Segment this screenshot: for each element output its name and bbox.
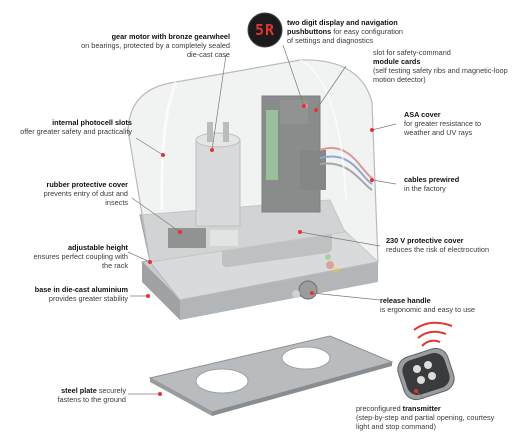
callout-text: (step-by-step and partial opening, court… [356,413,495,431]
callout-title: internal photocell slots [52,118,132,127]
callout-display: two digit display and navigation pushbut… [287,18,405,45]
callout-text: ensures perfect coupling with the rack [33,252,128,270]
callout-photocell: internal photocell slots offer greater s… [10,118,132,136]
leader-lines [127,44,425,400]
steel-plate-illustration [148,335,394,416]
callout-text: provides greater stability [48,294,128,303]
callout-dot [146,294,150,298]
callout-plate: steel plate securely fastens to the grou… [36,386,126,404]
callout-dot [310,291,314,295]
callout-text: is ergonomic and easy to use [380,305,475,314]
callout-transmitter: preconfigured transmitter (step-by-step … [356,404,508,431]
callout-title: steel plate [61,386,97,395]
callout-dot [158,392,162,396]
asa-cover-illustration [127,59,379,301]
display-inset [247,12,283,48]
callout-text: for easy configuration of settings and d… [287,27,403,45]
callout-title: cables prewired [404,175,460,184]
callout-text: on bearings, protected by a completely s… [81,41,230,59]
callout-release: release handle is ergonomic and easy to … [380,296,500,314]
callout-dot [298,230,302,234]
callout-dot [370,178,374,182]
callout-title: gear motor with bronze gearwheel [111,32,230,41]
callout-rubber: rubber protective cover prevents entry o… [22,180,128,207]
callout-text: securely fastens to the ground [57,386,126,404]
callout-pre: preconfigured [356,404,401,413]
callout-text: in the factory [404,184,446,193]
callout-pre: slot for safety-command [373,48,451,57]
callout-title: module cards [373,57,421,66]
callout-dot [210,148,214,152]
callout-text: for greater resistance to weather and UV… [404,119,482,137]
callout-dot [414,389,418,393]
callout-gear-motor: gear motor with bronze gearwheel on bear… [80,32,230,59]
callout-dot [302,104,306,108]
callout-title: release handle [380,296,431,305]
callout-title: transmitter [402,404,441,413]
callout-cables: cables prewired in the factory [404,175,504,193]
callout-dot [161,153,165,157]
callout-text: offer greater safety and practicality [20,127,132,136]
callout-text: reduces the risk of electrocution [386,245,490,254]
callout-title: 230 V protective cover [386,236,464,245]
transmitter-illustration [397,321,455,401]
callout-cover230: 230 V protective cover reduces the risk … [386,236,492,254]
callout-title: two digit display and navigation pushbut… [287,18,398,36]
callout-dot [178,230,182,234]
callout-dot [314,108,318,112]
display-digits: 5R [254,21,276,39]
callout-title: adjustable height [67,243,128,252]
callout-text: (self testing safety ribs and magnetic-l… [373,66,508,84]
callout-slot: slot for safety-command module cards (se… [373,48,509,84]
callout-base: base in die-cast aluminium provides grea… [30,285,128,303]
callout-height: adjustable height ensures perfect coupli… [22,243,128,270]
callout-title: ASA cover [404,110,441,119]
callout-asa: ASA cover for greater resistance to weat… [404,110,508,137]
callout-text: prevents entry of dust and insects [43,189,128,207]
callout-dot [370,128,374,132]
callout-dot [148,260,152,264]
callout-title: base in die-cast aluminium [34,285,128,294]
callout-title: rubber protective cover [46,180,128,189]
